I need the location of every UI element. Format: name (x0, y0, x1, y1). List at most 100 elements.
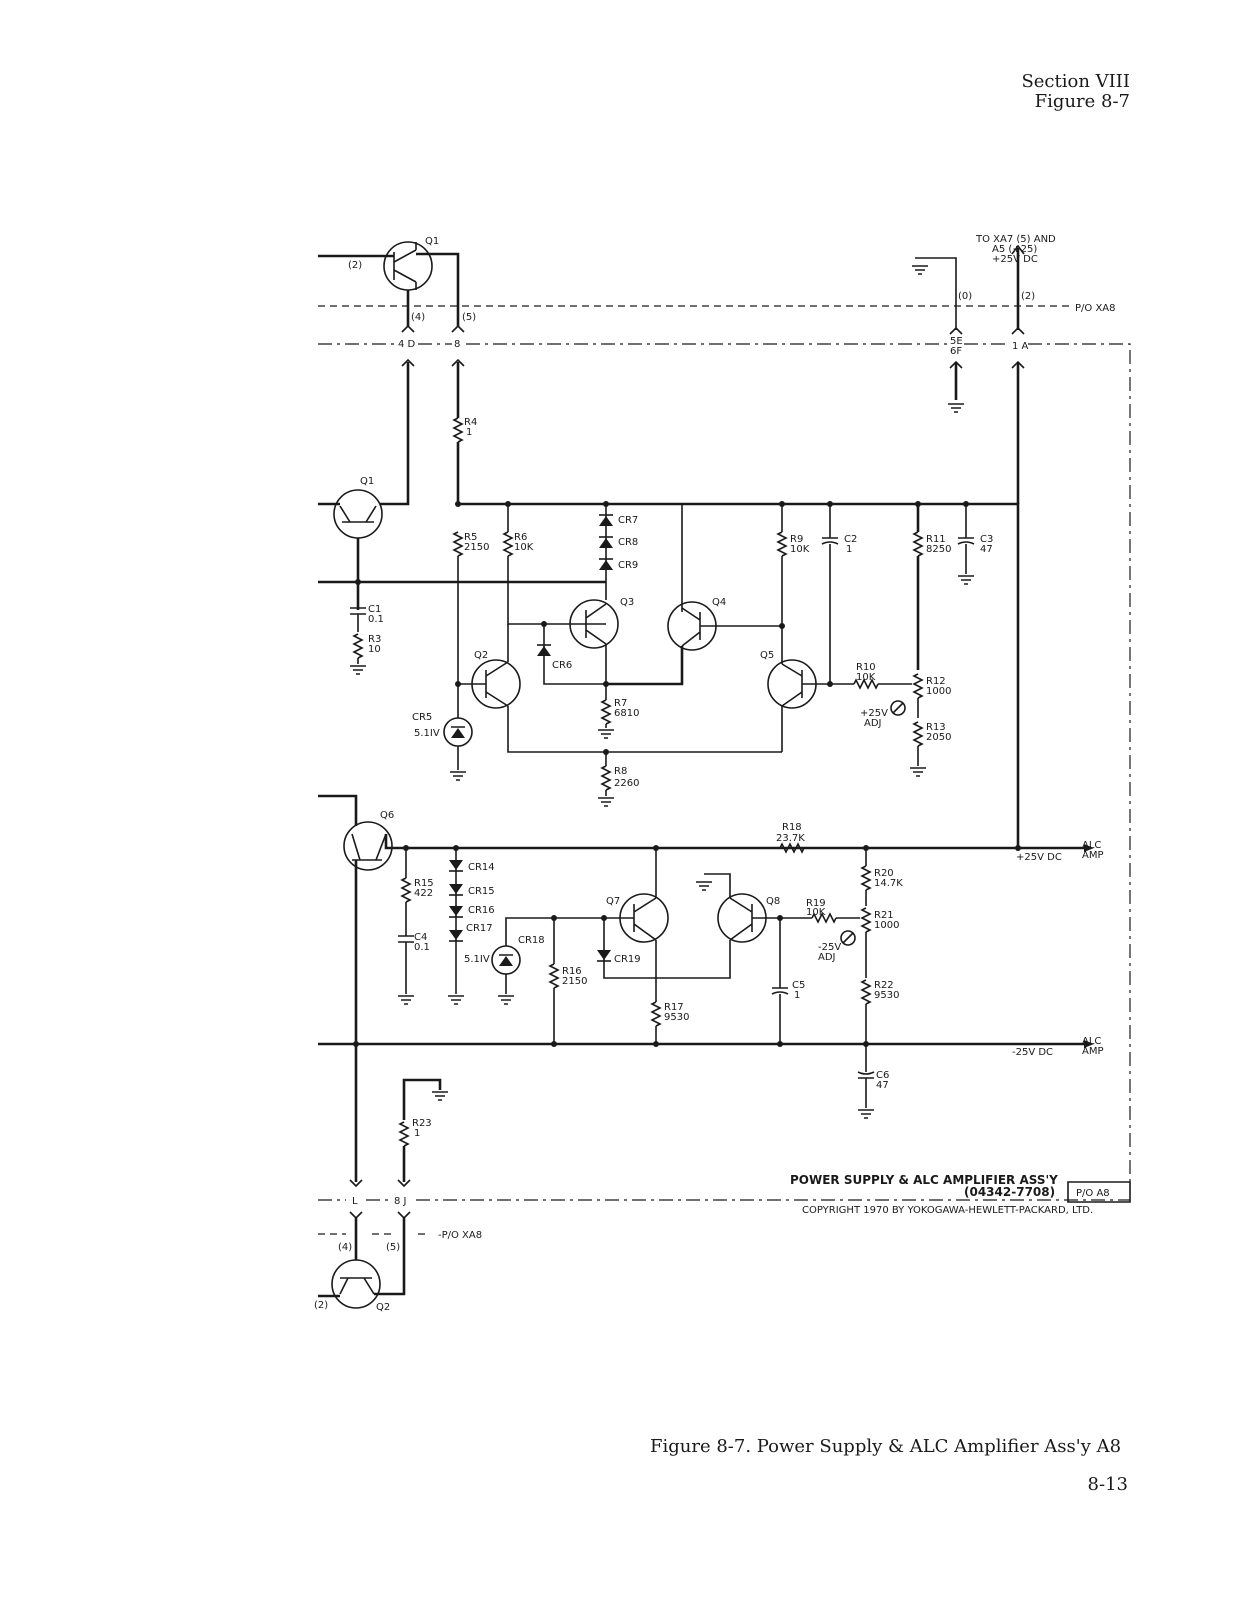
alc-neg-1: ALC (1082, 1036, 1101, 1047)
r18-label: R18 (782, 822, 802, 833)
copyright-notice: COPYRIGHT 1970 BY YOKOGAWA-HEWLETT-PACKA… (802, 1205, 1093, 1216)
r17-value: 9530 (664, 1012, 689, 1023)
conn-l-label: L (352, 1196, 358, 1207)
q3-transistor (569, 599, 619, 649)
conn-5e-label: 5E (950, 336, 963, 347)
title-block-ref: P/O A8 (1076, 1188, 1110, 1199)
q1-top-transistor (318, 241, 460, 326)
r7-label: R7 (614, 698, 627, 709)
q8-ground-ref (696, 873, 731, 898)
c2-label: C2 (844, 534, 857, 545)
q2-bottom-transistor (318, 1218, 406, 1309)
pin-4-label: (4) (411, 312, 425, 323)
c3-capacitor (957, 504, 975, 574)
po-xa8-bottom-label: -P/O XA8 (438, 1230, 482, 1241)
cr5-zener (443, 684, 473, 770)
r20-value: 14.7K (874, 878, 903, 889)
r10-value: 10K (856, 672, 876, 683)
title-block-title: POWER SUPPLY & ALC AMPLIFIER ASS'Y (790, 1173, 1058, 1187)
r11-label: R11 (926, 534, 946, 545)
r4-value: 1 (466, 427, 472, 438)
r8-label: R8 (614, 766, 627, 777)
q1-base-wire (380, 362, 410, 506)
r3-label: R3 (368, 634, 381, 645)
title-block-part-number: (04342-7708) (964, 1185, 1055, 1199)
r8-value: 2260 (614, 778, 639, 789)
pin-5b-label: (5) (386, 1242, 400, 1253)
c6-label: C6 (876, 1070, 889, 1081)
q8-label: Q8 (766, 896, 780, 907)
cr7-label: CR7 (618, 515, 638, 526)
title-block (1067, 1181, 1131, 1203)
pin-5-label: (5) (462, 312, 476, 323)
right-connectors (912, 244, 1025, 413)
a8-board-boundary (318, 343, 1131, 1182)
r12-label: R12 (926, 676, 946, 687)
figure-label: Figure 8-7 (1034, 91, 1130, 112)
r16-value: 2150 (562, 976, 587, 987)
c5-value: 1 (794, 990, 800, 1001)
cr15-label: CR15 (468, 886, 495, 897)
r11-value: 8250 (926, 544, 951, 555)
cr17-label: CR17 (466, 923, 493, 934)
c4-capacitor (398, 902, 414, 994)
q6-label: Q6 (380, 810, 394, 821)
alc-pos-1: ALC (1082, 840, 1101, 851)
neg-adj-pot-icon (840, 930, 856, 946)
c2-value: 1 (846, 544, 852, 555)
note-to-xa7-3: +25V DC (992, 254, 1038, 265)
cr5-label: CR5 (412, 712, 432, 723)
connector-chevrons-left (401, 324, 465, 367)
section-label: Section VIII (1021, 71, 1130, 92)
r3-value: 10 (368, 644, 381, 655)
r12-value: 1000 (926, 686, 951, 697)
r10-label: R10 (856, 662, 876, 673)
r20-label: R20 (874, 868, 894, 879)
r6-value: 10K (514, 542, 534, 553)
pin-2-label: (2) (348, 260, 362, 271)
q1-mid-transistor (318, 489, 383, 610)
pin-2r-label: (2) (1021, 291, 1035, 302)
page-header: Section VIII Figure 8-7 (1021, 72, 1130, 112)
q7-label: Q7 (606, 896, 620, 907)
note-to-xa7-1: TO XA7 (5) AND (975, 234, 1056, 245)
pos-adj-pot-icon (890, 700, 906, 716)
r6-label: R6 (514, 532, 527, 543)
conn-8-label: 8 (454, 339, 460, 350)
conn-1a-label: 1 A (1012, 341, 1029, 352)
po-xa8-top-label: P/O XA8 (1075, 303, 1116, 314)
q4-label: Q4 (712, 597, 726, 608)
alc-pos-2: AMP (1082, 850, 1104, 861)
c1-label: C1 (368, 604, 381, 615)
figure-caption: Figure 8-7. Power Supply & ALC Amplifier… (650, 1436, 1122, 1457)
cr19-label: CR19 (614, 954, 641, 965)
pos-bus (456, 442, 1020, 848)
pin-2b-label: (2) (314, 1300, 328, 1311)
q5-label: Q5 (760, 650, 774, 661)
connector-chevrons-bottom (349, 1179, 411, 1220)
r19-value: 10K (806, 907, 826, 918)
adj-pos-1: +25V (860, 708, 888, 719)
page-number: 8-13 (1087, 1474, 1128, 1495)
cr16-label: CR16 (468, 905, 495, 916)
c5-capacitor (771, 918, 789, 1044)
r17-label: R17 (664, 1002, 684, 1013)
r15-value: 422 (414, 888, 433, 899)
q8-transistor (717, 893, 812, 943)
q2-bottom-label: Q2 (376, 1302, 390, 1313)
cr14-label: CR14 (468, 862, 495, 873)
r13-value: 2050 (926, 732, 951, 743)
alc-pos-net: +25V DC (1016, 852, 1062, 863)
r4-label: R4 (464, 417, 477, 428)
cr6-label: CR6 (552, 660, 572, 671)
r23-wire (402, 1078, 442, 1182)
r5-label: R5 (464, 532, 477, 543)
adj-neg-2: ADJ (818, 952, 836, 963)
pin-4b-label: (4) (338, 1242, 352, 1253)
cr9-label: CR9 (618, 560, 638, 571)
q3-label: Q3 (620, 597, 634, 608)
c4-value: 0.1 (414, 942, 430, 953)
r23-label: R23 (412, 1118, 432, 1129)
cr18-zener (491, 917, 604, 994)
r22-label: R22 (874, 980, 894, 991)
